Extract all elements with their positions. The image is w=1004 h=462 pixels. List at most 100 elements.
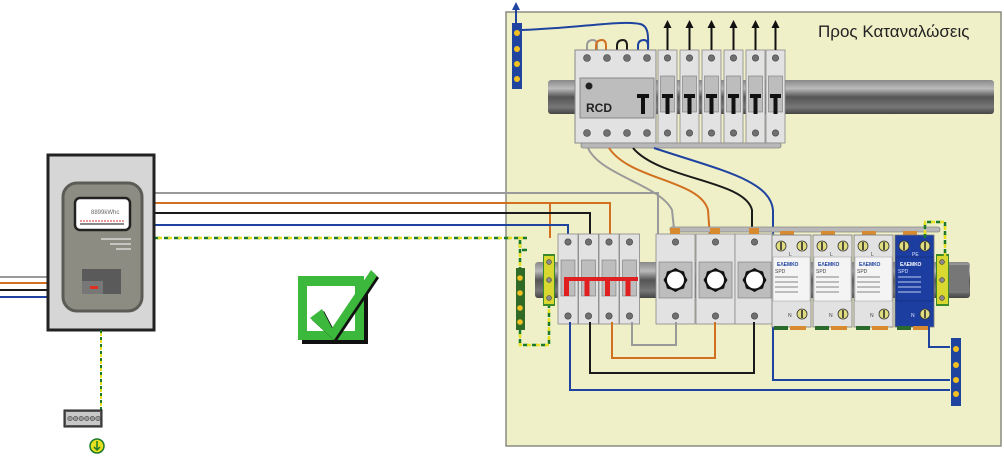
switch-lever [584, 281, 590, 296]
mcb-breaker [657, 20, 678, 144]
spd-neutral-label: N [788, 313, 792, 319]
spd-type-label: SPD [857, 269, 868, 275]
terminal-screw [643, 129, 651, 137]
top-busbar [580, 142, 782, 149]
switch-link-bar [564, 277, 638, 281]
terminal-screw [707, 54, 715, 62]
earth-bar-screw [67, 415, 73, 422]
spd-type-label: SPD [775, 269, 786, 275]
earth-bar-screw [89, 415, 95, 422]
terminal-screw [663, 129, 671, 137]
spd-terminal-label: L [789, 252, 792, 258]
terminal-screw [663, 54, 671, 62]
spd-type-label: SPD [816, 269, 827, 275]
fuse-holders [655, 228, 775, 325]
terminal-screw [643, 54, 651, 62]
terminal-screw [685, 54, 693, 62]
fuse-cap-center [707, 271, 724, 289]
mcb-breaker [701, 20, 722, 144]
terminal-screw [564, 238, 572, 246]
green-checkmark-icon [298, 270, 379, 344]
panel-earth-bar [516, 268, 525, 330]
earth-bar-screw [73, 415, 79, 422]
terminal-screw [771, 129, 779, 137]
fuse-cap-center [667, 271, 684, 289]
busbar-clip [670, 228, 680, 234]
arrow-up-icon [663, 20, 672, 28]
lower-wiring [569, 322, 950, 391]
mcb-toggle [706, 94, 717, 114]
terminal-screw [729, 54, 737, 62]
arrow-up-icon [685, 20, 694, 28]
fuse-holder [734, 228, 775, 325]
spd-brand-label: ΕΛΕΜΚΟ [777, 262, 799, 268]
terminal-screw [584, 312, 592, 320]
arrow-up-icon [751, 20, 760, 28]
meter-display: 8899kWhc [91, 210, 119, 216]
spd-type-label: SPD [898, 269, 909, 275]
terminal-screw [603, 129, 611, 137]
arrow-up-icon [707, 20, 716, 28]
rcd-device: RCD [574, 49, 657, 144]
rcd-output-wires [587, 147, 950, 381]
mcb-toggle [750, 94, 761, 114]
earth-bar-screws [67, 415, 101, 422]
spd-neutral-label: N [829, 313, 833, 319]
mcb-group [657, 20, 786, 144]
terminal-screw [771, 54, 779, 62]
switch-lever [625, 281, 631, 296]
earth-jumpers [518, 220, 947, 347]
rcd-label: RCD [586, 101, 612, 115]
neutral-bar-top [512, 2, 650, 89]
spd-terminal-label: PE [912, 252, 919, 258]
mcb-breaker [745, 20, 766, 144]
spd-brand-label: ΕΛΕΜΚΟ [900, 262, 922, 268]
ground-clamp-left [543, 254, 555, 306]
fuse-holder [695, 228, 736, 325]
earth-bar-screw [78, 415, 84, 422]
mcb-breaker [765, 20, 786, 144]
panel-label-to-loads: Προς Καταναλώσεις [818, 22, 970, 41]
terminal-screw [623, 54, 631, 62]
mcb-toggle [662, 94, 673, 114]
rcd-terminals [583, 54, 651, 137]
spd-terminal-label: L [830, 252, 833, 258]
terminal-screw [707, 129, 715, 137]
mcb-breaker [679, 20, 700, 144]
terminal-screw [685, 129, 693, 137]
terminal-screw [603, 54, 611, 62]
earth-ground-icon [89, 438, 105, 454]
busbar-clip [749, 228, 759, 234]
fuse-holder [655, 228, 696, 325]
spd-neutral-label: N [870, 313, 874, 319]
terminal-screw [750, 312, 758, 320]
mcb-toggle [684, 94, 695, 114]
electricity-meter: 8899kWhc [46, 153, 156, 332]
terminal-screw [605, 238, 613, 246]
main-switch-4-pole [557, 233, 640, 325]
arrow-up-icon [729, 20, 738, 28]
spd-brand-label: ΕΛΕΜΚΟ [818, 262, 840, 268]
supply-wires [0, 276, 48, 298]
terminal-screw [625, 238, 633, 246]
neutral-bar-right [951, 338, 961, 406]
spd-terminal-label: L [871, 252, 874, 258]
terminal-screw [671, 312, 679, 320]
terminal-screw [671, 238, 679, 246]
switch-lever [605, 281, 610, 296]
spd-brand-label: ΕΛΕΜΚΟ [859, 262, 881, 268]
terminal-screw [751, 54, 759, 62]
fuse-cap-center [746, 271, 763, 289]
earth-bar-screw [84, 415, 90, 422]
terminal-screw [605, 312, 613, 320]
mcb-toggle [770, 94, 781, 114]
rcd-input-loops [586, 38, 649, 58]
mcb-toggle [728, 94, 739, 114]
spd-neutral-label: N [911, 313, 915, 319]
terminal-screw [751, 129, 759, 137]
